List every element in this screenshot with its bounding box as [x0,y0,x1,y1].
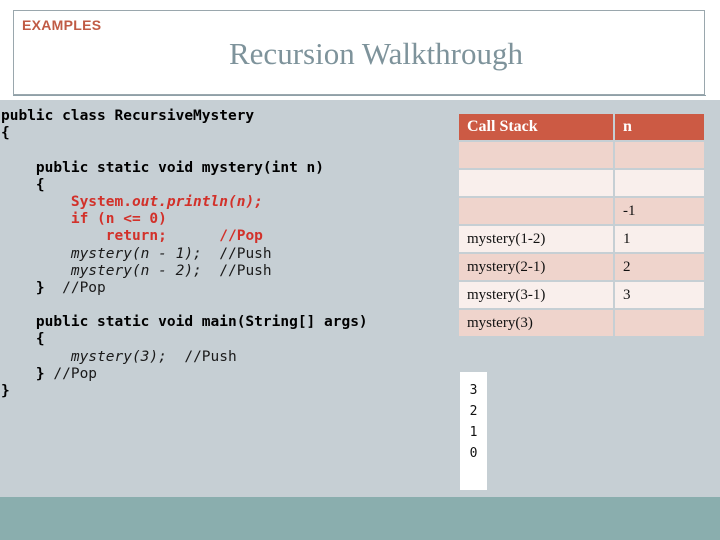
code-token: public static void main(String[] args) [35,314,368,331]
code-line: public static void main(String[] args) [1,314,451,331]
cell-call-stack: mystery(2-1) [458,253,614,281]
page-title: Recursion Walkthrough [229,36,523,71]
code-line [1,297,451,314]
code-token: { [35,176,45,193]
cell-n [614,169,705,197]
code-token: } [35,279,45,296]
header-divider [13,95,706,96]
cell-n [614,309,705,337]
table-row: mystery(2-1)2 [458,253,705,281]
console-output-line: 0 [469,446,478,461]
table-row: mystery(3-1)3 [458,281,705,309]
table-row: mystery(3) [458,309,705,337]
code-line: mystery(3); //Push [1,349,451,366]
cell-call-stack: mystery(3-1) [458,281,614,309]
table-header-row: Call Stack n [458,113,705,141]
code-token: return; [105,228,167,245]
cell-call-stack [458,169,614,197]
cell-n: 1 [614,225,705,253]
cell-n: 2 [614,253,705,281]
console-output-lines: 3 2 1 0 [460,372,487,464]
table-row [458,141,705,169]
console-output-line: 2 [469,404,478,419]
cell-call-stack: mystery(1-2) [458,225,614,253]
kicker-label: EXAMPLES [22,17,102,33]
code-line: } [1,383,451,400]
code-token: public static void mystery(int n) [35,159,325,176]
code-token: { [1,125,10,142]
code-token: mystery(3); [70,348,167,365]
cell-call-stack: mystery(3) [458,309,614,337]
code-token: System. [70,193,132,210]
table-row: mystery(1-2)1 [458,225,705,253]
code-token: { [35,331,45,348]
code-token: //Pop [44,279,106,296]
code-token: //Push [166,348,237,365]
footer-bar [0,497,720,540]
code-line: mystery(n - 2); //Push [1,263,451,280]
code-token: out.println(n); [131,193,263,210]
code-token: //Pop [44,365,98,382]
code-line: { [1,177,451,194]
code-line: { [1,331,451,348]
code-token: //Pop [166,228,263,245]
console-output-line: 1 [469,425,478,440]
code-token: } [1,383,10,399]
code-line: mystery(n - 1); //Push [1,246,451,263]
code-line: { [1,125,451,142]
cell-call-stack [458,197,614,225]
code-token: mystery(n - 2); [70,262,202,279]
console-output-line: 3 [469,383,478,398]
code-token: } [35,365,45,382]
code-line [1,142,451,159]
code-line: System.out.println(n); [1,194,451,211]
code-token: public class RecursiveMystery [1,108,255,124]
code-token: if (n <= 0) [70,211,167,228]
code-line: } //Pop [1,366,451,383]
code-line: return; //Pop [1,228,451,245]
code-token: mystery(n - 1); [70,245,202,262]
header-box [13,10,705,95]
cell-call-stack [458,141,614,169]
cell-n: -1 [614,197,705,225]
column-header-n: n [614,113,705,141]
code-line: } //Pop [1,280,451,297]
cell-n: 3 [614,281,705,309]
console-output-box: 3 2 1 0 [460,372,487,490]
table-row [458,169,705,197]
code-line: public static void mystery(int n) [1,160,451,177]
cell-n [614,141,705,169]
code-token: //Push [201,262,272,279]
table-row: -1 [458,197,705,225]
code-listing: public class RecursiveMystery{ public st… [1,108,451,400]
code-line: public class RecursiveMystery [1,108,451,125]
column-header-call-stack: Call Stack [458,113,614,141]
code-token: //Push [201,245,272,262]
code-line: if (n <= 0) [1,211,451,228]
